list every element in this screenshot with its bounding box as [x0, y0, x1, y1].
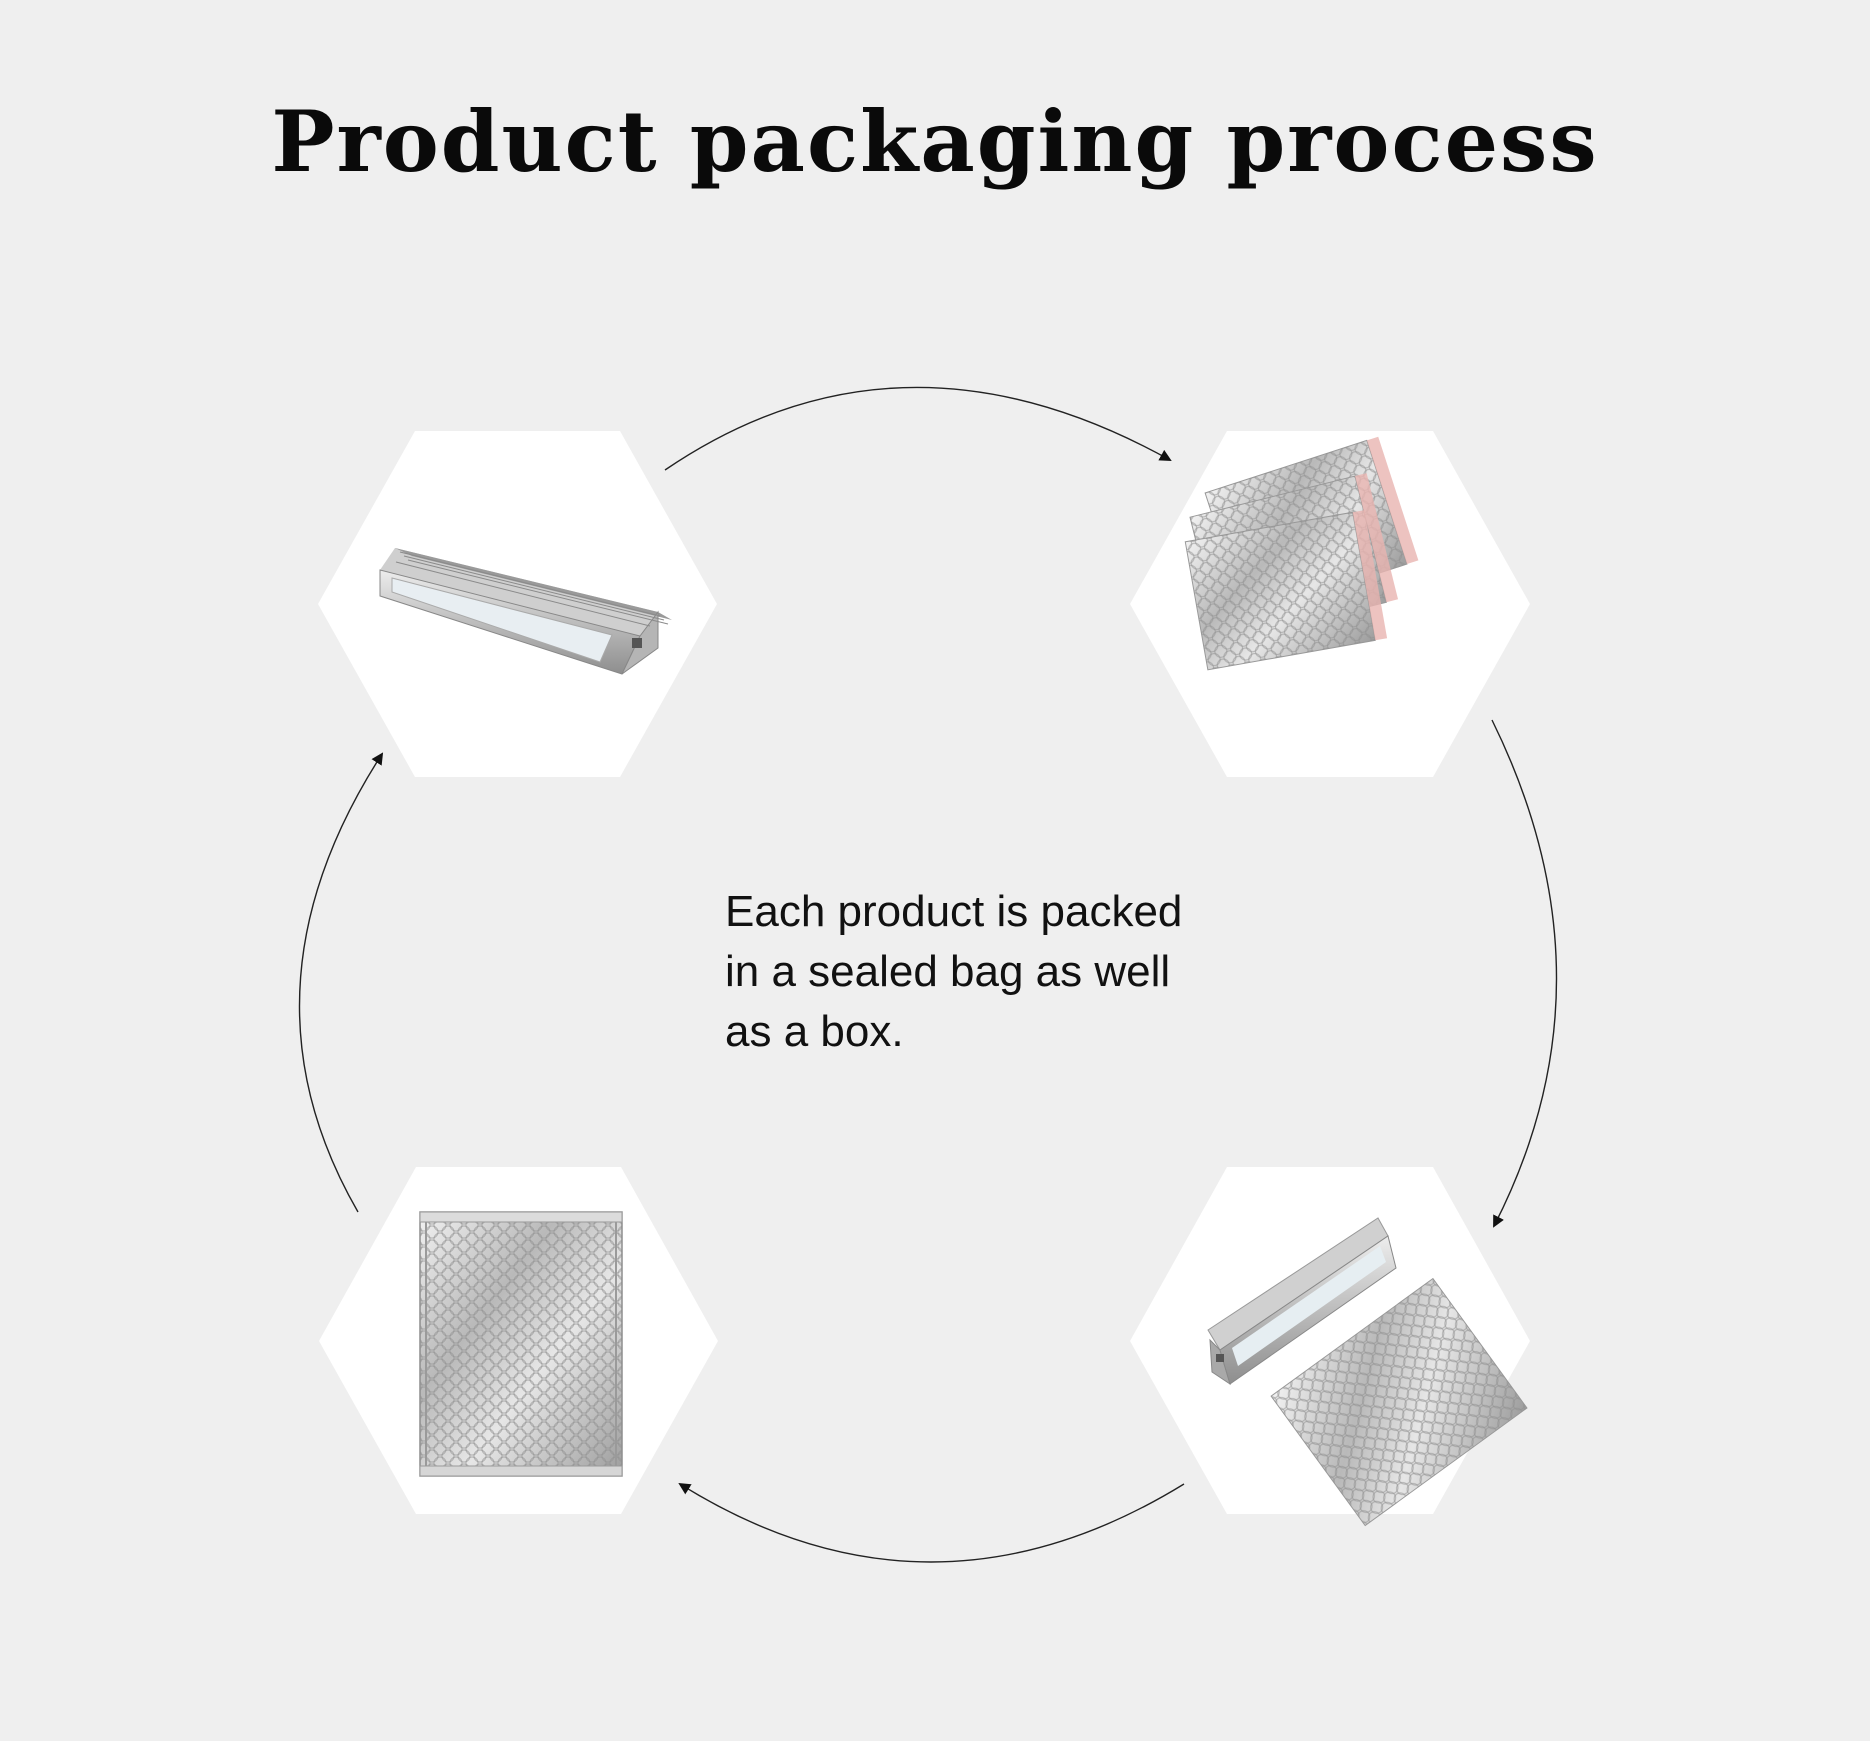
arrow-step3-to-step4 — [680, 1484, 1184, 1562]
process-description: Each product is packed in a sealed bag a… — [725, 882, 1285, 1062]
step-4-hexagon — [319, 1167, 718, 1514]
step-2-hexagon — [1130, 431, 1530, 777]
arrow-step4-to-step1 — [299, 754, 382, 1212]
step-1-hexagon — [318, 431, 717, 777]
step-3-hexagon — [1130, 1167, 1530, 1526]
arrow-step1-to-step2 — [665, 387, 1170, 470]
caption-line: in a sealed bag as well — [725, 942, 1285, 1002]
arrow-step2-to-step3 — [1492, 720, 1557, 1226]
caption-line: Each product is packed — [725, 882, 1285, 942]
sealed-bubble-mailer-icon — [420, 1212, 622, 1476]
caption-line: as a box. — [725, 1002, 1285, 1062]
